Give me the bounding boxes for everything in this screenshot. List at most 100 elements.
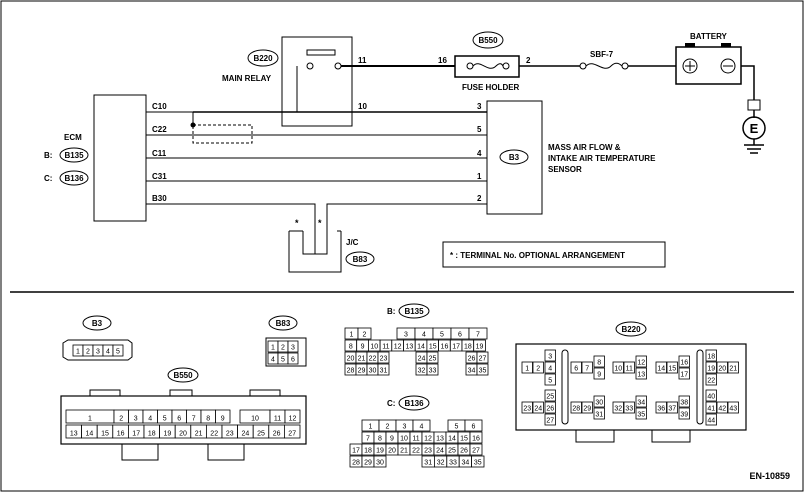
relay-coil [306, 49, 336, 56]
pin-label: 16 [472, 436, 480, 443]
pin-label: 29 [583, 406, 591, 413]
b135-prefix: B: [387, 307, 395, 316]
pin-cell [469, 431, 483, 444]
pin-cell [716, 401, 728, 414]
fuse-holder-pin-2: 2 [526, 56, 531, 65]
pin-label: 3 [291, 345, 295, 352]
pin-cell [623, 401, 635, 414]
pin-label: 10 [400, 436, 408, 443]
pin-label: 7 [585, 366, 589, 373]
b550-latch-mid [169, 389, 193, 397]
pin-label: 30 [376, 460, 384, 467]
pin-label: 36 [657, 406, 665, 413]
maf-pin-2: 2 [477, 194, 482, 203]
pin-cell [593, 367, 605, 380]
pin-label: 40 [707, 394, 715, 401]
ground-label: E [750, 121, 759, 136]
pin-label: 17 [352, 448, 360, 455]
pin-label: 9 [597, 372, 601, 379]
b550-foot-left [121, 444, 159, 461]
b550-latch-right [249, 389, 281, 397]
pin-label: 7 [476, 332, 480, 339]
pin-label: 33 [449, 460, 457, 467]
fuse-holder-pin-16: 16 [438, 56, 447, 65]
pin-label: 34 [462, 460, 470, 467]
pin-label: 15 [668, 366, 676, 373]
pin-label: 28 [352, 460, 360, 467]
pin-cell [705, 373, 717, 386]
pin-cell [544, 361, 556, 374]
pin-label: 21 [400, 448, 408, 455]
pin-label: 13 [70, 431, 78, 438]
pin-cell [544, 413, 556, 426]
pin-label: 4 [106, 349, 110, 356]
pin-cell [473, 339, 486, 352]
pin-label: 25 [429, 356, 437, 363]
relay-contact-right [334, 62, 342, 70]
pin-label: 18 [464, 344, 472, 351]
pin-label: 4 [271, 357, 275, 364]
pin-label: 28 [347, 368, 355, 375]
pin-label: 32 [614, 406, 622, 413]
pin-cell [426, 351, 439, 364]
ecm-b-conn-tag [59, 147, 89, 163]
pin-cell [581, 361, 593, 374]
connector-tag [398, 395, 430, 411]
pin-label: 38 [680, 400, 688, 407]
jc-star-left: * [295, 218, 299, 228]
pin-label: 34 [637, 400, 645, 407]
battery-label: BATTERY [690, 32, 728, 41]
pin-label: 14 [657, 366, 665, 373]
pin-cell [678, 395, 690, 408]
pin-cell [287, 340, 299, 353]
pin-label: 1 [350, 332, 354, 339]
pin-label: 26 [546, 406, 554, 413]
pin-label: 22 [369, 356, 377, 363]
pin-cell [635, 407, 647, 420]
pin-label: 22 [412, 448, 420, 455]
pin-label: 26 [468, 356, 476, 363]
sbf7-label: SBF-7 [590, 50, 614, 59]
sbf7-fuse [585, 62, 623, 69]
jc-conn-tag [345, 251, 375, 267]
pin-cell [570, 401, 582, 414]
pin-label: 13 [405, 344, 413, 351]
pin-label: 6 [472, 424, 476, 431]
pin-label: 16 [117, 431, 125, 438]
pin-label: 6 [291, 357, 295, 364]
pin-label: 21 [195, 431, 203, 438]
pin-label: 28 [572, 406, 580, 413]
pin-label: 3 [134, 416, 138, 423]
pin-cell [377, 351, 390, 364]
pin-label: 5 [281, 357, 285, 364]
pin-label: 3 [403, 424, 407, 431]
pin-label: 31 [424, 460, 432, 467]
pin-label: 24 [242, 431, 250, 438]
pin-label: 27 [479, 356, 487, 363]
pin-cell [635, 395, 647, 408]
ecm-c-conn-label: B136 [64, 174, 84, 183]
pin-label: 13 [637, 372, 645, 379]
b220-divider-left [561, 349, 569, 425]
ecm-b-prefix: B: [44, 151, 52, 160]
connector-tag [398, 303, 430, 319]
pin-label: 10 [614, 366, 622, 373]
note-box [442, 241, 666, 268]
pin-label: 1 [271, 345, 275, 352]
pin-label: 27 [546, 418, 554, 425]
pin-label: 5 [455, 424, 459, 431]
b550-latch-left [89, 389, 121, 397]
pin-label: 35 [479, 368, 487, 375]
battery-box [675, 46, 742, 85]
pin-label: 1 [369, 424, 373, 431]
jc-conn-label: B83 [353, 255, 368, 264]
pin-cell [727, 401, 739, 414]
pin-label: 37 [668, 406, 676, 413]
pin-cell [593, 355, 605, 368]
pin-label: 4 [148, 416, 152, 423]
connector-tag [167, 367, 199, 383]
connector-tag-label: B550 [173, 371, 193, 380]
pin-cell [476, 351, 489, 364]
pin-cell [532, 401, 544, 414]
